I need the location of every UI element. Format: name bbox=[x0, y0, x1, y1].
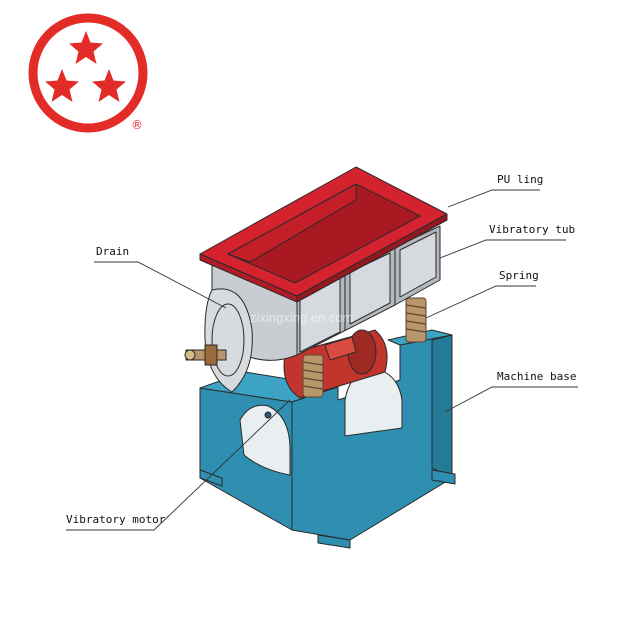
base-side-arch bbox=[239, 404, 291, 476]
base-foot-right bbox=[431, 469, 456, 485]
logo-star-top bbox=[69, 31, 103, 64]
leader-spring bbox=[425, 285, 536, 319]
base-foot-front bbox=[317, 534, 351, 549]
label-pu-lining: PU ling bbox=[497, 173, 544, 186]
lining-inner-wall bbox=[227, 183, 357, 263]
label-spring: Spring bbox=[499, 269, 539, 282]
label-vibratory-tub: Vibratory tub bbox=[489, 223, 576, 236]
registered-mark: ® bbox=[131, 118, 143, 132]
drain-valve bbox=[204, 344, 218, 366]
logo-star-right bbox=[92, 69, 126, 102]
drain-outlet bbox=[184, 349, 196, 361]
spring-right bbox=[405, 297, 427, 343]
motor-box bbox=[324, 336, 357, 361]
spring-left bbox=[302, 354, 324, 398]
leader-machine-base bbox=[444, 386, 578, 413]
label-machine-base: Machine base bbox=[497, 370, 577, 383]
logo-ring bbox=[28, 13, 148, 133]
logo-star-left bbox=[45, 69, 79, 102]
leader-drain bbox=[94, 261, 227, 309]
base-bolt-hole bbox=[264, 411, 272, 419]
tub-rib-3 bbox=[399, 231, 437, 298]
springs bbox=[302, 297, 427, 398]
watermark: zixingxing.en.com bbox=[250, 310, 354, 325]
leader-lines bbox=[66, 189, 578, 531]
label-vibratory-motor: Vibratory motor bbox=[66, 513, 166, 526]
leader-vibratory-motor bbox=[66, 399, 291, 531]
tub-rib-2 bbox=[349, 252, 391, 325]
brand-logo bbox=[28, 13, 148, 133]
drain-flange bbox=[211, 303, 245, 377]
base-foot-left bbox=[199, 469, 223, 487]
label-drain: Drain bbox=[96, 245, 130, 258]
base-right-side bbox=[431, 334, 453, 479]
lining-rim-edge-side bbox=[296, 213, 448, 303]
leader-pu-lining bbox=[447, 189, 540, 208]
leader-vibratory-tub bbox=[439, 239, 566, 259]
pu-lining bbox=[199, 166, 448, 303]
